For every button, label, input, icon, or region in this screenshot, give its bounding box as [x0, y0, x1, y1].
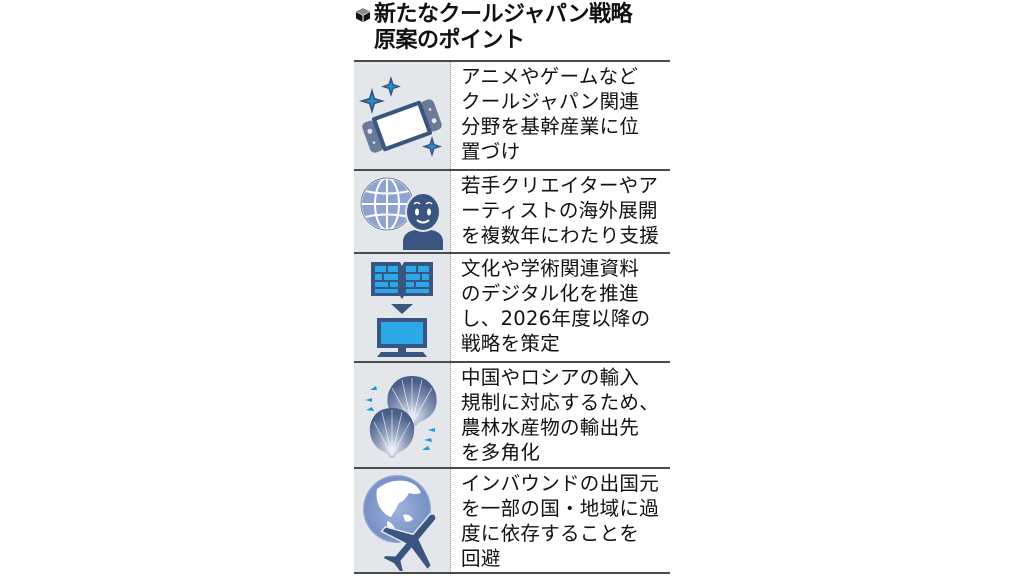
point-text-line: 置づけ	[461, 140, 521, 163]
point-text-line: 回避	[461, 547, 501, 570]
infographic-panel: 新たなクールジャパン戦略 原案のポイント	[354, 0, 670, 576]
point-text: 文化や学術関連資料 のデジタル化を推進 し、2026年度以降の 戦略を策定	[451, 254, 670, 361]
point-row-3: 文化や学術関連資料 のデジタル化を推進 し、2026年度以降の 戦略を策定	[354, 252, 670, 361]
point-icon-cell	[354, 171, 451, 252]
point-text: 若手クリエイターやア ーティストの海外展開 を複数年にわたり支援	[451, 171, 670, 252]
point-text: インバウンドの出国元 を一部の国・地域に過 度に依存することを 回避	[451, 469, 670, 572]
point-text-line: 規制に対応するため、	[461, 391, 660, 414]
point-text-line: ーティストの海外展開	[461, 199, 658, 222]
point-text-line: を一部の国・地域に過	[461, 497, 660, 520]
point-text-line: を多角化	[461, 441, 541, 464]
point-row-2: 若手クリエイターやア ーティストの海外展開 を複数年にわたり支援	[354, 169, 670, 252]
scallop-shells-icon	[365, 376, 437, 458]
title-line-1: 新たなクールジャパン戦略	[374, 2, 633, 27]
game-console-sparkle-icon	[359, 75, 442, 157]
point-text-line: 度に依存することを	[461, 522, 640, 545]
point-text-line: アニメやゲームなど	[461, 65, 639, 88]
page-title: 新たなクールジャパン戦略 原案のポイント	[374, 2, 633, 54]
points-table: アニメやゲームなど クールジャパン関連 分野を基幹産業に位 置づけ	[354, 60, 670, 574]
point-icon-cell	[354, 62, 451, 169]
cube-icon	[356, 8, 370, 22]
book-to-computer-icon	[371, 261, 433, 357]
point-text-line: 中国やロシアの輸入	[461, 366, 640, 389]
point-text-line: 文化や学術関連資料	[461, 257, 640, 280]
point-text-line: インバウンドの出国元	[461, 472, 660, 495]
point-row-4: 中国やロシアの輸入 規制に対応するため、 農林水産物の輸出先 を多角化	[354, 361, 670, 467]
point-text-line: 分野を基幹産業に位	[461, 115, 640, 138]
point-icon-cell	[354, 363, 451, 467]
title-line-2: 原案のポイント	[374, 28, 525, 53]
point-text-line: 戦略を策定	[461, 332, 561, 355]
point-text-line: のデジタル化を推進	[461, 282, 639, 305]
point-icon-cell	[354, 469, 451, 572]
point-row-1: アニメやゲームなど クールジャパン関連 分野を基幹産業に位 置づけ	[354, 60, 670, 169]
point-icon-cell	[354, 254, 451, 361]
point-text: 中国やロシアの輸入 規制に対応するため、 農林水産物の輸出先 を多角化	[451, 363, 670, 467]
globe-person-icon	[360, 176, 443, 250]
globe-airplane-icon	[363, 474, 437, 571]
header: 新たなクールジャパン戦略 原案のポイント	[354, 2, 670, 58]
point-text-line: クールジャパン関連	[461, 90, 640, 113]
point-text-line: 若手クリエイターやア	[461, 174, 659, 197]
point-text-line: 農林水産物の輸出先	[461, 416, 640, 439]
point-text: アニメやゲームなど クールジャパン関連 分野を基幹産業に位 置づけ	[451, 62, 670, 169]
point-text-line: を複数年にわたり支援	[461, 224, 660, 247]
point-row-5: インバウンドの出国元 を一部の国・地域に過 度に依存することを 回避	[354, 467, 670, 574]
point-text-line: し、2026年度以降の	[461, 307, 651, 330]
